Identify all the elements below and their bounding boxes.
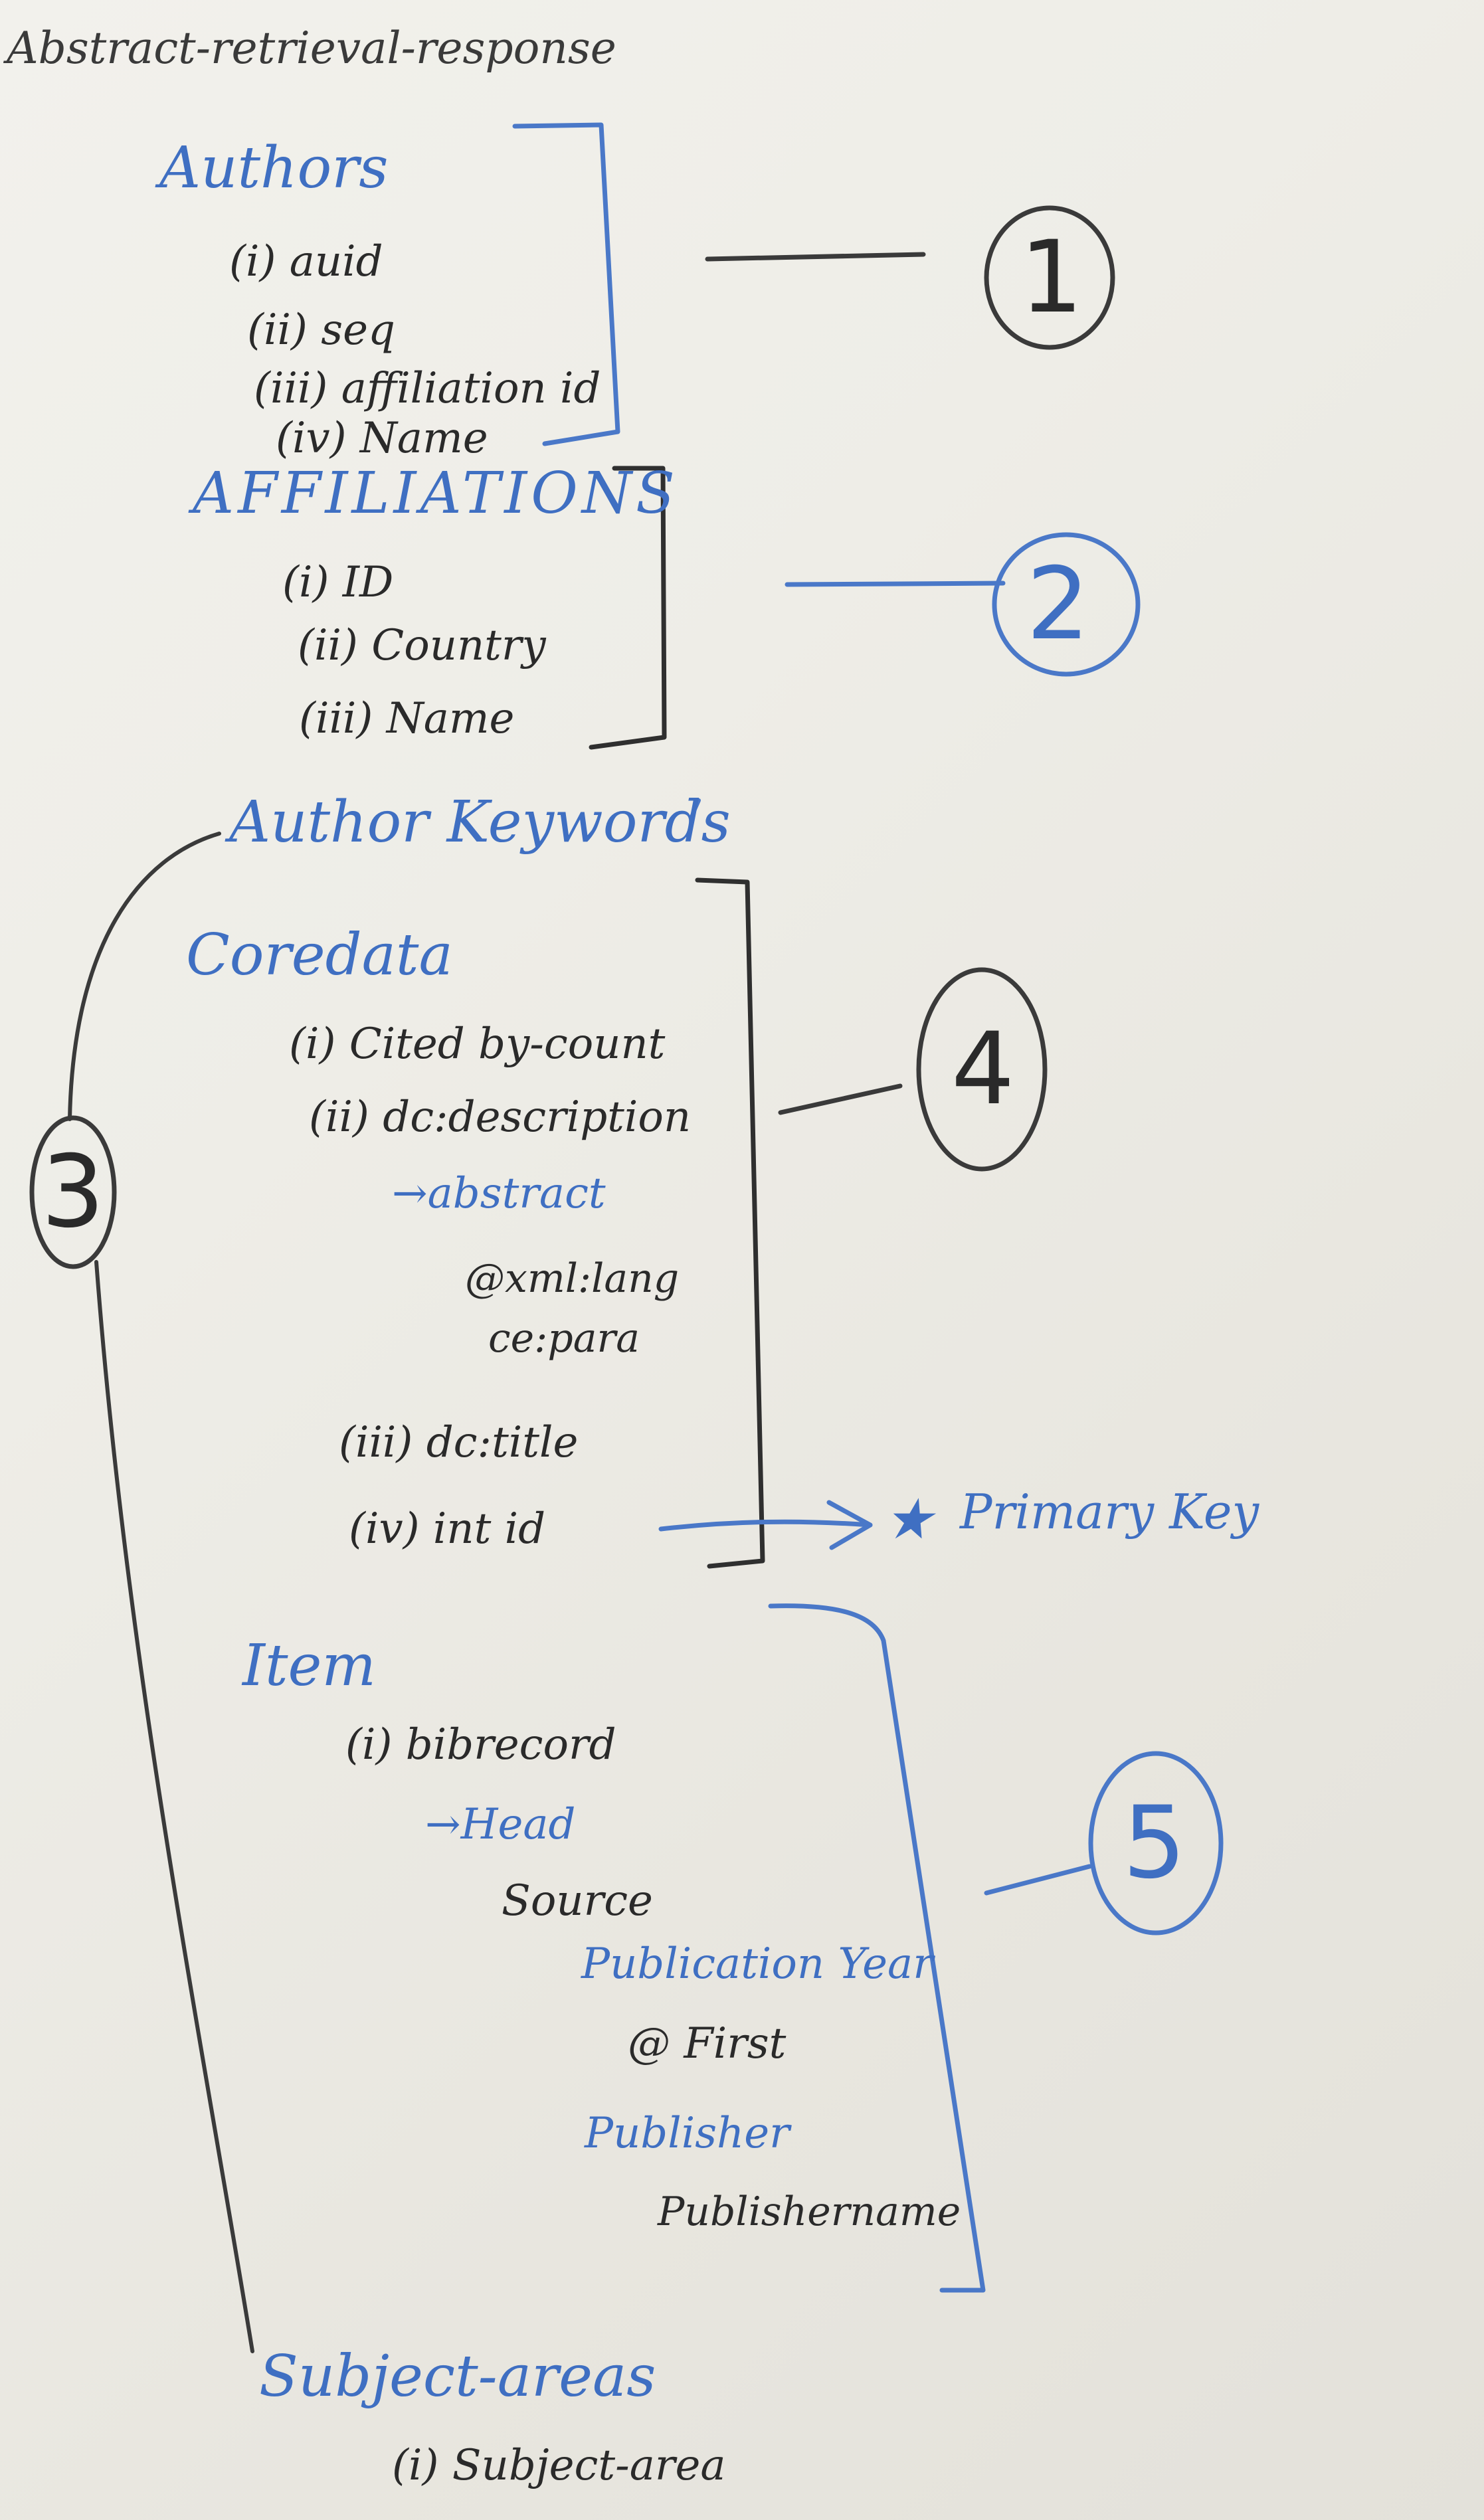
- authors-bracket: [512, 122, 620, 446]
- source-label: Source: [502, 1876, 653, 1926]
- coredata-label: Coredata: [186, 922, 453, 988]
- item-label: Item: [242, 1633, 376, 1699]
- subject-areas-label: Subject-areas: [259, 2343, 656, 2410]
- coredata-item-4: (iv) int id: [349, 1504, 546, 1554]
- coredata-item-1: (i) Cited by-count: [289, 1020, 666, 1069]
- affiliations-item-3: (iii) Name: [299, 694, 515, 743]
- authors-label: Authors: [159, 135, 389, 201]
- item-item-1: (i) bibrecord: [345, 1720, 616, 1769]
- authors-item-2: (ii) seq: [247, 306, 395, 355]
- abstract-child-2: ce:para: [488, 1315, 640, 1362]
- primary-key-label: Primary Key: [960, 1484, 1259, 1540]
- circle-5: [1088, 1751, 1224, 1935]
- authors-item-3: (iii) affiliation id: [254, 364, 601, 413]
- circle-1: [984, 205, 1115, 350]
- connector-1: [705, 252, 926, 262]
- publisher-label: Publisher: [585, 2109, 790, 2158]
- author-keywords-label: Author Keywords: [229, 789, 731, 855]
- group-number-4: 4: [951, 1012, 1015, 1127]
- group-number-5: 5: [1123, 1785, 1186, 1901]
- coredata-item-3: (iii) dc:title: [339, 1418, 579, 1467]
- item-bracket: [768, 1603, 986, 2293]
- primary-key-star-icon: ★: [883, 1486, 934, 1552]
- publication-year-label: Publication Year: [581, 1939, 933, 1989]
- head-label: →Head: [425, 1800, 576, 1849]
- keyword-tick: [689, 798, 701, 820]
- affiliations-bracket: [589, 466, 667, 750]
- authors-item-1: (i) auid: [229, 237, 383, 286]
- diagram-title: Abstract-retrieval-response: [7, 23, 616, 74]
- abstract-label: →abstract: [392, 1169, 606, 1218]
- group-3-brace: [68, 832, 221, 1121]
- connector-2: [785, 581, 1006, 587]
- connector-5: [984, 1864, 1092, 1896]
- group-number-3: 3: [41, 1134, 105, 1250]
- primary-key-arrow: [658, 1519, 873, 1532]
- circle-3: [29, 1115, 117, 1269]
- primary-key-arrowhead: [826, 1500, 873, 1550]
- connector-4: [778, 1083, 903, 1115]
- subject-areas-item-1: (i) Subject-area: [392, 2441, 726, 2490]
- circle-2: [992, 532, 1141, 677]
- group-number-2: 2: [1026, 547, 1090, 662]
- first-attribute: @ First: [628, 2019, 787, 2068]
- group-3-brace-lower: [94, 1260, 254, 2353]
- coredata-item-2: (ii) dc:description: [309, 1093, 692, 1142]
- circle-4: [916, 967, 1048, 1172]
- affiliations-item-2: (ii) Country: [298, 621, 546, 670]
- abstract-child-1: @xml:lang: [465, 1255, 680, 1302]
- coredata-bracket: [695, 877, 765, 1569]
- affiliations-label: AFFILIATIONS: [193, 460, 679, 527]
- publishername-label: Publishername: [658, 2189, 961, 2235]
- authors-item-4: (iv) Name: [276, 414, 488, 463]
- affiliations-item-1: (i) ID: [282, 558, 394, 607]
- group-number-1: 1: [1020, 220, 1083, 335]
